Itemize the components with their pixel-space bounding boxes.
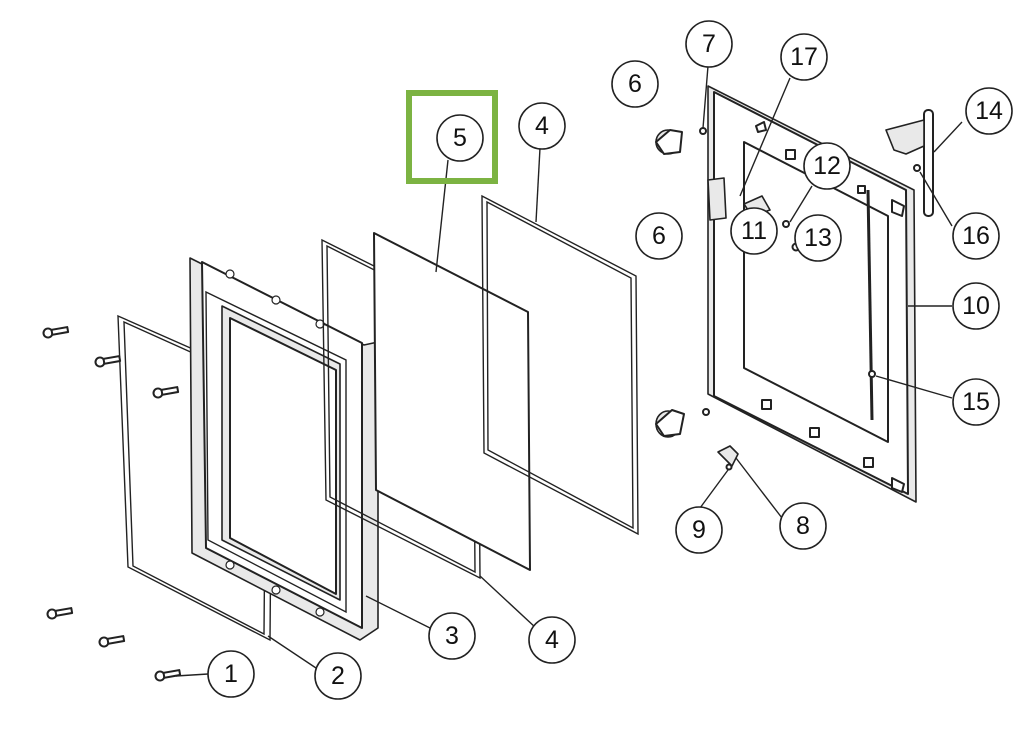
callout-17-label: 17 <box>790 43 818 71</box>
callout-10-label: 10 <box>962 292 990 320</box>
callout-6-middle[interactable]: 6 <box>635 212 683 260</box>
callout-9-label: 9 <box>692 516 706 544</box>
screw-part-1 <box>42 326 182 682</box>
callout-11-label: 11 <box>741 217 767 245</box>
callout-3-label: 3 <box>445 622 459 650</box>
callout-14[interactable]: 14 <box>965 87 1013 135</box>
callout-6-top-label: 6 <box>628 70 642 98</box>
callout-12[interactable]: 12 <box>803 142 851 190</box>
callout-1[interactable]: 1 <box>207 650 255 698</box>
screw-part-7 <box>699 127 707 135</box>
callout-16-label: 16 <box>962 222 990 250</box>
callout-5-label: 5 <box>453 124 467 152</box>
callout-15[interactable]: 15 <box>952 378 1000 426</box>
callout-4-bottom[interactable]: 4 <box>528 616 576 664</box>
screw-part-7b <box>702 408 710 416</box>
highlight-box <box>406 90 498 184</box>
callout-11[interactable]: 11 <box>730 207 778 255</box>
bracket-part-8 <box>717 445 739 467</box>
callout-8[interactable]: 8 <box>779 502 827 550</box>
callout-12-label: 12 <box>813 152 841 180</box>
hinge-plate <box>707 177 727 221</box>
callout-14-label: 14 <box>975 97 1003 125</box>
callout-10[interactable]: 10 <box>952 282 1000 330</box>
callout-9[interactable]: 9 <box>675 506 723 554</box>
seal-part-4-right <box>481 194 639 536</box>
hinge-cap-part-6-bottom <box>655 409 685 438</box>
callout-6-top[interactable]: 6 <box>611 60 659 108</box>
screw-part-12 <box>782 220 790 228</box>
callout-13[interactable]: 13 <box>794 214 842 262</box>
callout-6-middle-label: 6 <box>652 222 666 250</box>
screw-part-16 <box>913 164 921 172</box>
screw-part-9 <box>725 463 733 471</box>
callout-8-label: 8 <box>796 512 810 540</box>
callout-4-bottom-label: 4 <box>545 626 559 654</box>
glass-pane-part-5 <box>373 232 531 571</box>
hinge-cap-part-6-top <box>655 129 683 155</box>
leader-lines <box>175 65 963 677</box>
callout-2-label: 2 <box>331 662 345 690</box>
callout-2[interactable]: 2 <box>314 652 362 700</box>
frame-part-3 <box>189 257 379 641</box>
callout-15-label: 15 <box>962 388 990 416</box>
callout-4-top-label: 4 <box>535 112 549 140</box>
callout-17[interactable]: 17 <box>780 33 828 81</box>
callout-16[interactable]: 16 <box>952 212 1000 260</box>
rod-part-15 <box>866 189 876 421</box>
callout-7[interactable]: 7 <box>685 20 733 68</box>
callout-1-label: 1 <box>224 660 238 688</box>
callout-3[interactable]: 3 <box>428 612 476 660</box>
callout-13-label: 13 <box>804 224 832 252</box>
callout-4-top[interactable]: 4 <box>518 102 566 150</box>
callout-7-label: 7 <box>702 30 716 58</box>
callout-5[interactable]: 5 <box>436 114 484 162</box>
